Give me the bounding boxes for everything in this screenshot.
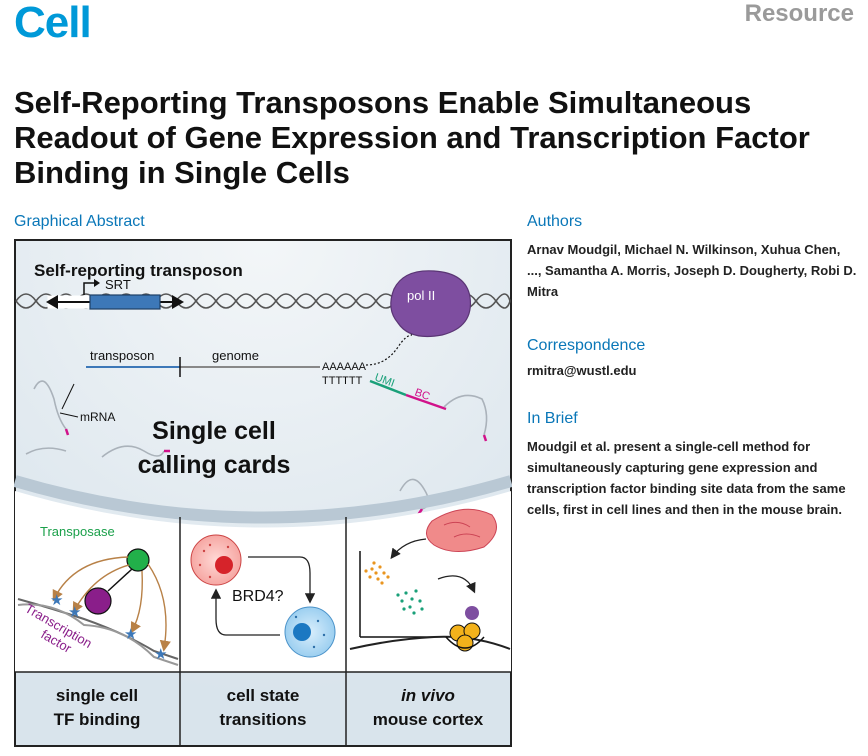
teal-cluster	[396, 589, 424, 615]
journal-logo: Cell	[14, 0, 92, 47]
authors-heading: Authors	[527, 213, 583, 230]
cell-membrane	[14, 475, 512, 524]
nucleosome-icon	[445, 622, 485, 652]
panel2-caption-line1: cell state	[227, 686, 300, 705]
correspondence-email[interactable]: rmitra@wustl.edu	[527, 363, 637, 378]
bc-segment	[405, 393, 447, 411]
genome-label: genome	[212, 348, 259, 363]
dna-strand	[349, 635, 511, 650]
insertion-star-icon: ★	[68, 604, 81, 621]
authors-list[interactable]: Arnav Moudgil, Michael N. Wilkinson, Xuh…	[527, 242, 857, 299]
panel1-caption-line1: single cell	[56, 686, 138, 705]
brain-icon	[426, 508, 497, 552]
panel2-caption-line2: transitions	[220, 710, 307, 729]
brd4-label: BRD4?	[232, 588, 284, 605]
transposase-label: Transposase	[40, 524, 115, 539]
transposase-icon	[126, 548, 150, 572]
polyt-label: TTTTTT	[322, 375, 363, 387]
umi-segment	[369, 379, 407, 397]
article-type-label: Resource	[744, 0, 854, 27]
center-title-line1: Single cell	[152, 417, 276, 445]
tf-icon	[84, 587, 112, 615]
bc-label: BC	[413, 387, 432, 404]
panel3-caption-line1: in vivo	[401, 686, 455, 705]
pol-ii-label: pol II	[407, 288, 435, 303]
insertion-star-icon: ★	[124, 626, 137, 643]
panel-mouse-cortex: in vivo mouse cortex	[349, 508, 511, 729]
srt-heading: Self-reporting transposon	[34, 261, 243, 280]
transposon-label: transposon	[90, 348, 154, 363]
graphical-abstract: Self-reporting transposon SRT pol II tra…	[14, 239, 512, 747]
pol-small-icon	[465, 606, 479, 620]
in-brief-text: Moudgil et al. present a single-cell met…	[527, 439, 846, 517]
panel3-caption-line2: mouse cortex	[373, 710, 484, 729]
orange-cluster	[364, 561, 390, 585]
mrna-tags	[64, 428, 488, 516]
insertion-star-icon: ★	[154, 646, 167, 663]
graphical-abstract-heading: Graphical Abstract	[14, 213, 145, 230]
srt-element: SRT	[46, 277, 184, 310]
insertion-star-icon: ★	[50, 592, 63, 609]
panel-cell-state: BRD4? cell state transitions	[190, 534, 336, 729]
srt-label: SRT	[105, 277, 131, 292]
red-cell-icon	[190, 534, 242, 586]
in-brief-heading: In Brief	[527, 410, 578, 427]
panel1-caption-line2: TF binding	[54, 710, 141, 729]
mrna-label: mRNA	[80, 410, 115, 424]
polya-label: AAAAAA	[322, 361, 367, 373]
correspondence-heading: Correspondence	[527, 337, 646, 354]
mrna-molecules	[25, 380, 488, 510]
article-title: Self-Reporting Transposons Enable Simult…	[14, 85, 810, 190]
center-title-line2: calling cards	[138, 451, 291, 479]
pol-ii: pol II	[390, 270, 472, 338]
